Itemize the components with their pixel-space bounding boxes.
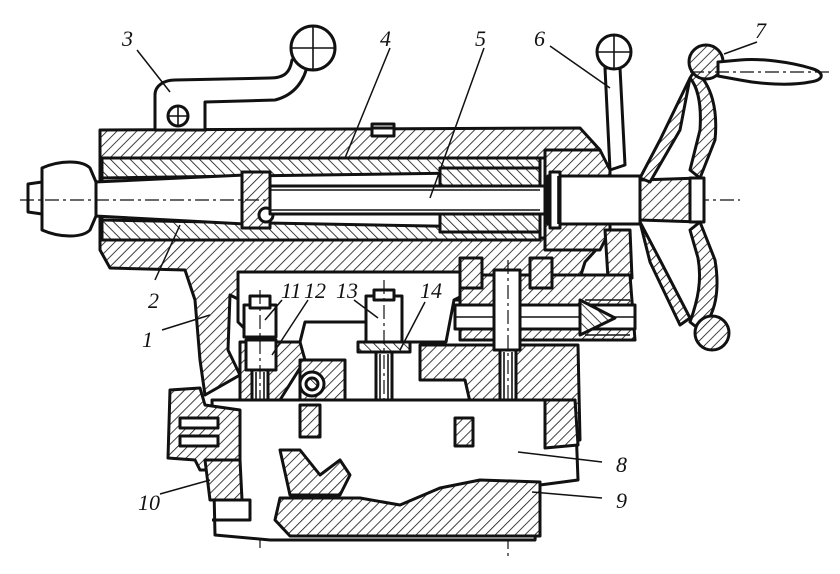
callout-8: 8: [616, 452, 627, 477]
callout-14: 14: [420, 278, 442, 303]
callout-6: 6: [534, 26, 545, 51]
callout-labels: 1 2 3 4 5 6 7 8 9 10 11 12 13 14: [121, 18, 767, 515]
center-taper: [20, 160, 740, 238]
callout-5: 5: [475, 26, 486, 51]
lock-lever: [595, 33, 634, 280]
callout-4: 4: [380, 26, 391, 51]
callout-2: 2: [148, 288, 159, 313]
handwheel: [638, 43, 830, 352]
callout-9: 9: [616, 488, 627, 513]
feed-screw: [268, 166, 547, 234]
side-clamp: [166, 386, 244, 502]
clamp-lever: [153, 24, 337, 132]
callout-12: 12: [304, 278, 326, 303]
callout-10: 10: [138, 490, 160, 515]
leader-lines: [136, 41, 758, 499]
quill: [100, 122, 542, 242]
callout-13: 13: [336, 278, 358, 303]
callout-3: 3: [121, 26, 133, 51]
rear-cap: [543, 148, 642, 252]
callout-11: 11: [281, 278, 301, 303]
base: [210, 358, 580, 542]
callout-1: 1: [142, 327, 153, 352]
callout-7: 7: [755, 18, 767, 43]
